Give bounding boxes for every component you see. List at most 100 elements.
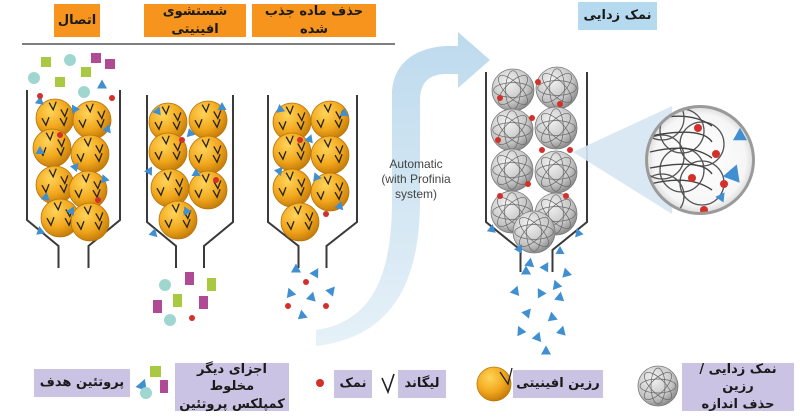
automatic-caption: Automatic (with Profinia system): [372, 157, 460, 202]
pore-structure: [649, 131, 713, 143]
bound-target-protein: [217, 101, 227, 111]
desalted-target-protein: [554, 291, 565, 302]
legend-contaminant-circle-icon: [140, 387, 152, 399]
resin-zoom-callout: [573, 105, 755, 215]
elution-resin-bead: [310, 172, 350, 212]
wash-resin-bead: [188, 135, 228, 175]
contaminant-particle: [207, 278, 216, 291]
legend-salt-label: نمک: [334, 370, 372, 398]
salt-particle: [323, 211, 329, 217]
legend-desalting-resin-line-2: حذف اندازه: [701, 396, 775, 412]
elution-resin-bead: [310, 100, 350, 140]
legend-desalting-resin-line-1: نمک زدایی / رزین: [699, 361, 777, 395]
pore-structure: [648, 173, 685, 212]
wash-resin-bead: [188, 170, 228, 210]
pore-structure: [649, 163, 713, 175]
bound-target-protein: [40, 192, 50, 201]
target-protein-particle: [555, 245, 565, 255]
target-protein-particle: [747, 190, 752, 203]
legend-other-components-label: اجزای دیگر مخلوط کمپلکس پروتئین: [175, 361, 289, 412]
contaminant-particle: [91, 53, 101, 63]
bound-target-protein: [152, 106, 161, 116]
automatic-line-3: system): [395, 187, 437, 201]
legend-other-components-line-1: اجزای دیگر مخلوط: [196, 361, 267, 395]
automatic-line-1: Automatic: [389, 157, 443, 171]
bound-target-protein: [35, 145, 45, 155]
salt-particle: [525, 181, 531, 187]
salt-particle: [557, 101, 563, 107]
salt-particle: [189, 315, 195, 321]
contaminant-particle: [159, 279, 171, 291]
target-protein-particle: [514, 244, 523, 254]
bound-target-protein: [339, 107, 349, 117]
bound-target-protein: [273, 166, 283, 176]
contaminant-particle: [78, 86, 90, 98]
desalted-target-protein: [537, 288, 547, 299]
binding-resin-bead: [32, 128, 72, 168]
contaminant-particle: [28, 72, 40, 84]
desalting-resin-bead: [512, 210, 556, 254]
salt-particle: [303, 279, 309, 285]
salt-particle: [497, 95, 503, 101]
legend-contaminant-square-icon: [150, 366, 161, 377]
salt-particle: [563, 193, 569, 199]
salt-particle: [497, 193, 503, 199]
salt-particle: [712, 150, 720, 158]
contaminant-particle: [153, 300, 162, 313]
wash-column: [146, 95, 234, 268]
elution-resin-bead: [272, 102, 312, 142]
elution-resin-bead: [280, 202, 320, 242]
desalted-target-protein: [556, 325, 566, 336]
legend-desalting-resin-icon: [637, 365, 679, 407]
desalted-target-protein: [541, 345, 551, 355]
salt-particle: [694, 124, 702, 132]
desalted-target-protein: [524, 257, 535, 268]
contaminant-particle: [64, 54, 76, 66]
contaminant-particle: [199, 296, 208, 309]
bound-target-protein: [276, 104, 286, 113]
automatic-line-2: (with Profinia: [381, 172, 451, 186]
salt-particle: [688, 174, 696, 182]
contaminant-particle: [81, 67, 91, 77]
bound-target-protein: [183, 206, 192, 216]
bound-target-protein: [144, 166, 153, 176]
desalted-target-protein: [531, 331, 542, 342]
elution-resin-bead: [310, 135, 350, 175]
bound-target-protein: [34, 96, 44, 105]
contaminant-particle: [173, 294, 182, 307]
bound-target-protein: [186, 128, 196, 138]
automatic-flow-arrow: [316, 32, 490, 346]
salt-particle: [213, 177, 219, 183]
desalted-target-protein: [517, 325, 527, 337]
bound-target-protein: [36, 226, 46, 235]
elution-step-label: حذف ماده جذب شده: [252, 4, 376, 37]
salt-particle: [37, 93, 43, 99]
wash-resin-bead: [188, 100, 228, 140]
target-protein-particle: [97, 79, 107, 89]
salt-particle: [323, 303, 329, 309]
salt-particle: [700, 206, 708, 212]
bound-target-protein: [334, 201, 344, 211]
bound-target-protein: [148, 228, 158, 238]
elution-resin-bead: [272, 132, 312, 172]
bound-target-protein: [191, 167, 201, 177]
desalted-target-protein: [539, 262, 549, 273]
binding-resin-bead: [70, 202, 110, 242]
contaminant-particle: [105, 59, 115, 69]
bound-target-protein: [102, 124, 111, 134]
legend-ligand-label: لیگاند: [398, 370, 446, 398]
salt-particle: [285, 303, 291, 309]
legend-salt-icon: [316, 379, 324, 387]
desalted-target-protein: [562, 267, 572, 278]
elution-column: [267, 95, 358, 268]
contaminant-particle: [185, 272, 194, 285]
target-protein-particle: [715, 192, 725, 203]
binding-resin-bead: [70, 134, 110, 174]
bound-target-protein: [66, 206, 75, 216]
legend-desalting-resin-label: نمک زدایی / رزین حذف اندازه: [682, 361, 794, 412]
salt-particle: [539, 147, 545, 153]
contaminant-particle: [164, 314, 176, 326]
elution-resin-bead: [272, 168, 312, 208]
legend-affinity-resin-icon: [476, 366, 513, 402]
bound-target-protein: [69, 162, 79, 172]
